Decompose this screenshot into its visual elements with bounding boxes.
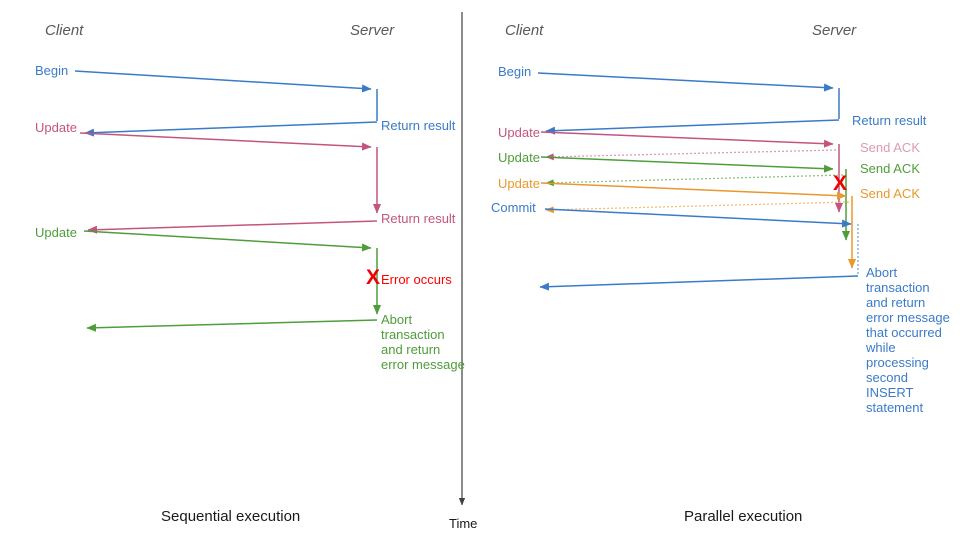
parallel-msg-update-orange: Update [498, 176, 540, 191]
time-axis-label: Time [449, 516, 478, 531]
arrow-update-green [540, 156, 834, 173]
sequential-error-label: Error occurs [381, 272, 452, 287]
arrow-ack-pink [545, 149, 837, 161]
arrow-ack-orange [545, 201, 850, 214]
parallel-lane-server: Server [812, 22, 857, 39]
arrow-return-result [545, 119, 840, 135]
parallel-msg-begin: Begin [498, 64, 532, 79]
arrow-update-pink [540, 131, 834, 148]
panel-sequential-vectors [74, 70, 382, 332]
sequential-msg-update-1: Update [35, 120, 77, 135]
arrow-update-2 [83, 230, 372, 252]
arrow-abort-return [86, 319, 378, 332]
sequential-lane-server: Server [350, 22, 395, 39]
sequential-lane-client: Client [45, 22, 84, 39]
parallel-abort-note: Abort transaction and return error messa… [866, 265, 950, 415]
parallel-msg-commit: Commit [491, 200, 536, 215]
parallel-msg-ack-pink: Send ACK [860, 140, 920, 155]
panel-parallel-vectors [537, 72, 859, 291]
parallel-msg-ack-orange: Send ACK [860, 186, 920, 201]
arrow-return-result-2 [87, 220, 378, 234]
sequential-msg-return-result-2: Return result [381, 211, 456, 226]
arrow-ack-green [545, 174, 844, 187]
arrow-update-1 [79, 132, 372, 151]
arrow-return-result-1 [84, 121, 378, 137]
sequential-msg-update-2: Update [35, 225, 77, 240]
parallel-caption: Parallel execution [684, 508, 803, 525]
arrow-begin [74, 70, 372, 93]
sequential-msg-begin: Begin [35, 63, 69, 78]
arrow-commit [544, 208, 852, 228]
parallel-msg-update-pink: Update [498, 125, 540, 140]
arrow-abort-return [539, 275, 859, 291]
sequential-caption: Sequential execution [161, 508, 301, 525]
parallel-error-x-icon: X [833, 172, 848, 195]
parallel-msg-update-green: Update [498, 150, 540, 165]
parallel-msg-return-result: Return result [852, 113, 927, 128]
parallel-lane-client: Client [505, 22, 544, 39]
sequential-abort-note: Abort transaction and return error messa… [381, 312, 465, 372]
parallel-msg-ack-green: Send ACK [860, 161, 920, 176]
arrow-update-orange [540, 182, 847, 200]
sequential-error-x-icon: X [366, 266, 381, 289]
sequential-msg-return-result-1: Return result [381, 118, 456, 133]
arrow-begin [537, 72, 834, 92]
